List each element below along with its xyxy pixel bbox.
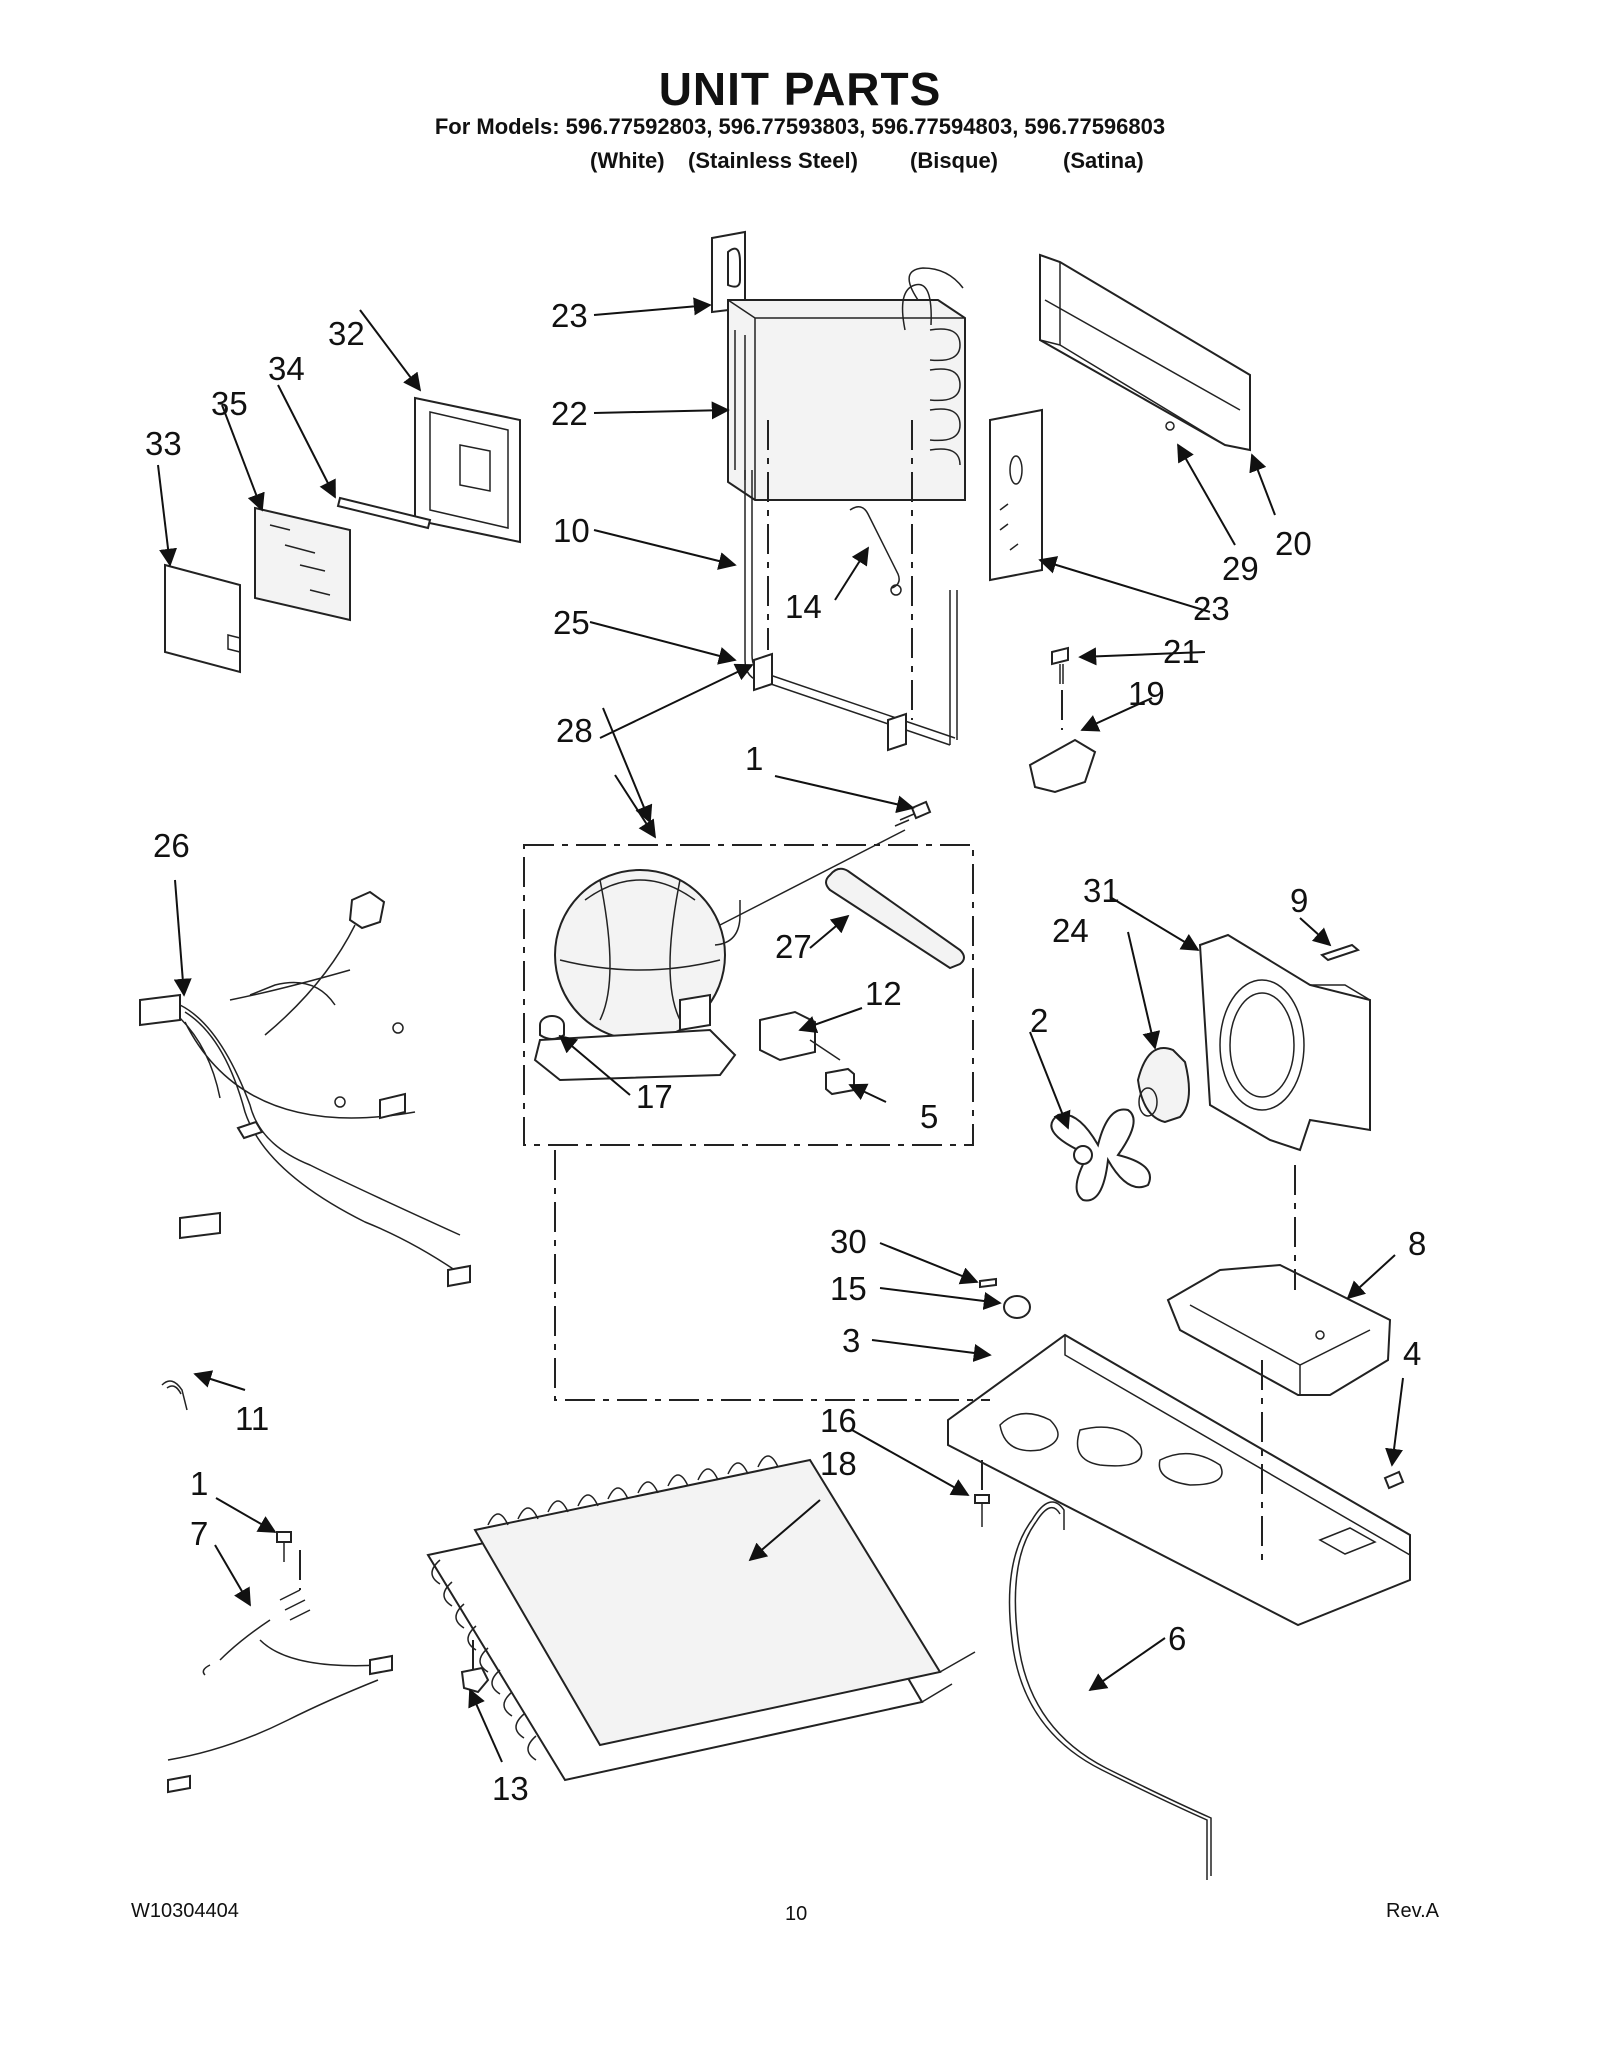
control-board-illustration [164,396,521,674]
wire-harness-illustration [139,890,471,1288]
callout-35: 35 [211,385,248,422]
callout-25: 25 [553,604,590,641]
variant-satina: (Satina) [1063,148,1144,173]
callout-12: 12 [865,975,902,1012]
callout-19: 19 [1128,675,1165,712]
callout-2: 2 [1030,1002,1048,1039]
screw-and-clip-illustration [1028,646,1097,794]
callout-labels: 23 22 10 25 14 23 29 20 21 19 32 34 35 3… [145,297,1426,1807]
callout-11: 11 [235,1400,269,1437]
callout-4: 4 [1403,1335,1421,1372]
variant-stainless: (Stainless Steel) [688,148,858,173]
callout-32: 32 [328,315,365,352]
callout-23-right: 23 [1193,590,1230,627]
callout-9: 9 [1290,882,1308,919]
callout-18: 18 [820,1445,857,1482]
models-line: For Models: 596.77592803, 596.77593803, … [434,114,1166,139]
small-wiring-parts-illustration [161,1380,393,1794]
callout-33: 33 [145,425,182,462]
variant-bisque: (Bisque) [910,148,998,173]
callout-15: 15 [830,1270,867,1307]
callout-20: 20 [1275,525,1312,562]
document-number: W10304404 [131,1900,239,1922]
revision-label: Rev.A [1386,1900,1439,1922]
compressor-bolt-illustration [719,800,932,926]
callout-22: 22 [551,395,588,432]
callout-17: 17 [636,1078,673,1115]
page-number: 10 [785,1903,808,1925]
callout-1-top: 1 [745,740,763,777]
callout-31: 31 [1083,872,1120,909]
condenser-fan-illustration [1050,933,1371,1202]
callout-5: 5 [920,1098,938,1135]
callout-34: 34 [268,350,305,387]
callout-30: 30 [830,1223,867,1260]
variant-white: (White) [590,148,665,173]
condenser-bracket-illustration [1166,1263,1392,1396]
callout-7: 7 [190,1515,208,1552]
callout-3: 3 [842,1322,860,1359]
callout-6: 6 [1168,1620,1186,1657]
callout-leader-lines [157,297,1404,1763]
callout-1-bottom: 1 [190,1465,208,1502]
assembly-centerlines [299,1150,1296,1670]
callout-8: 8 [1408,1225,1426,1262]
condenser-coil-illustration [426,1455,976,1782]
callout-27: 27 [775,928,812,965]
callout-28: 28 [556,712,593,749]
page-title: UNIT PARTS [658,63,942,115]
callout-14: 14 [785,588,822,625]
callout-16: 16 [820,1402,857,1439]
callout-24: 24 [1052,912,1089,949]
defrost-heater-illustration [744,420,958,752]
compressor-illustration [523,844,974,1146]
evaporator-illustration [711,230,1043,582]
callout-26: 26 [153,827,190,864]
callout-29: 29 [1222,550,1259,587]
callout-21: 21 [1163,633,1200,670]
evaporator-cover-illustration [1039,253,1251,452]
base-plate-illustration [947,1277,1411,1627]
callout-10: 10 [553,512,590,549]
drain-tube-illustration [1008,1501,1212,1880]
callout-23-top: 23 [551,297,588,334]
callout-13: 13 [492,1770,529,1807]
